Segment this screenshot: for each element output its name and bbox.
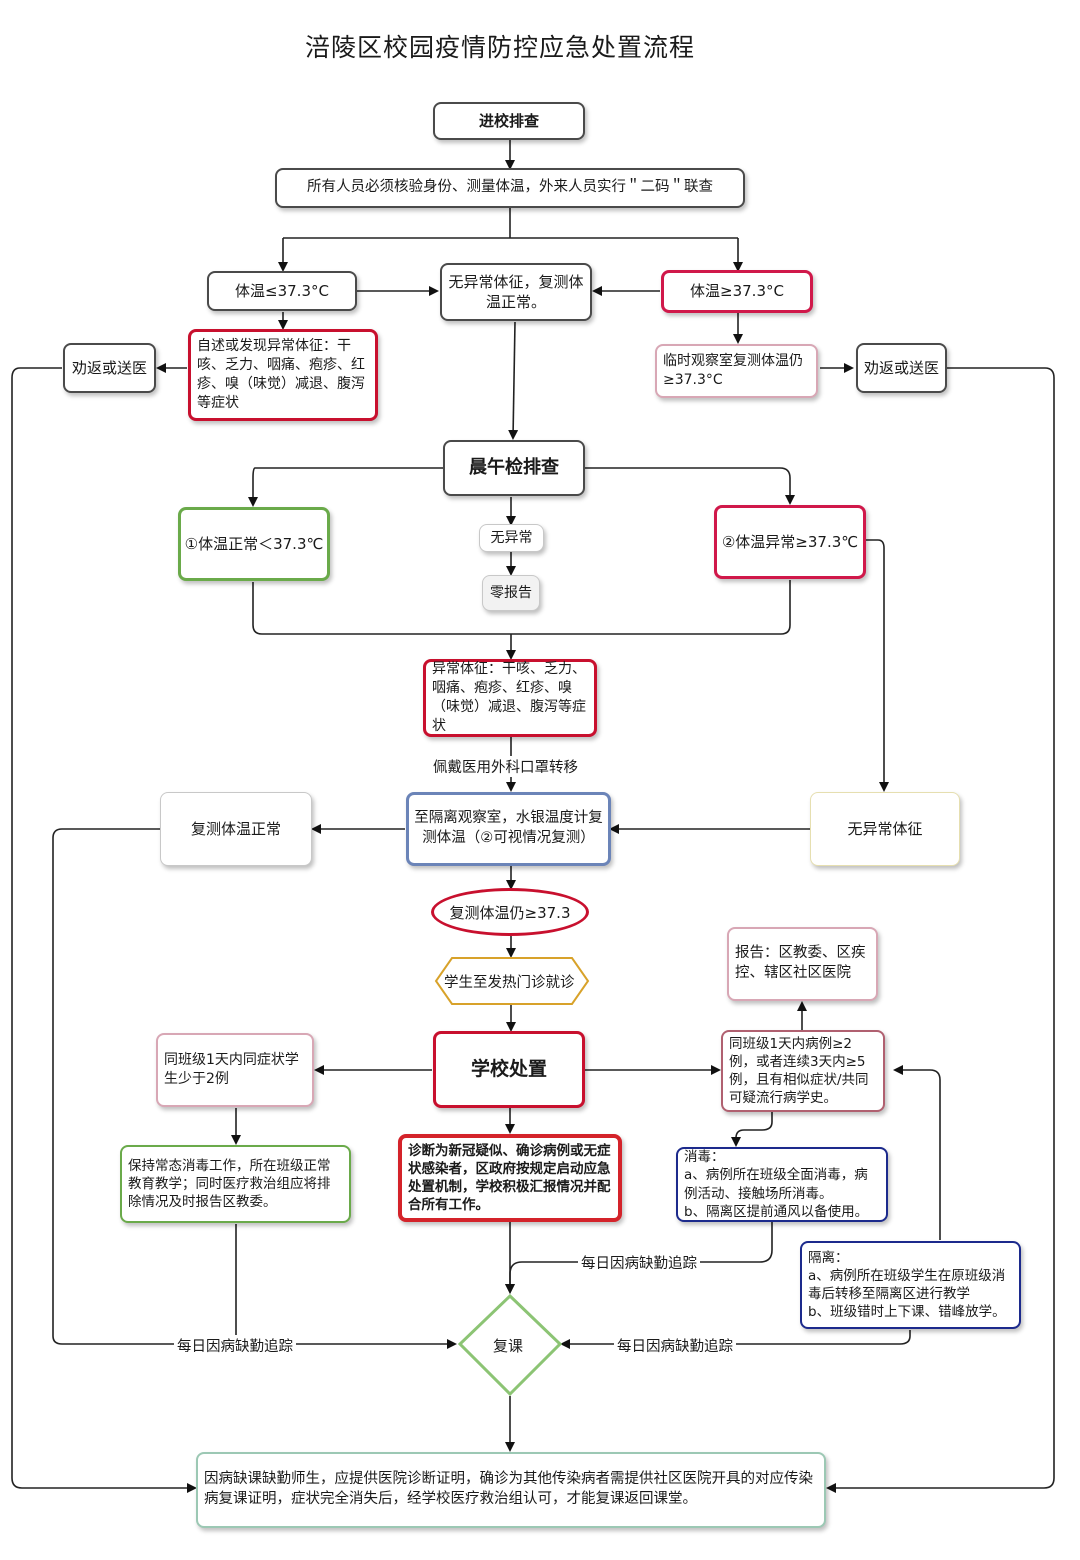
disinfect-panel: 消毒： a、病例所在班级全面消毒，病例活动、接触场所消毒。 b、隔离区提前通风以… [676, 1147, 888, 1222]
recheck-normal-box: 复测体温正常 [160, 792, 312, 866]
arrow-morning-abnormal [585, 467, 795, 505]
isolation-room-box: 至隔离观察室，水银温度计复测体温（②可视情况复测） [406, 792, 611, 866]
persuade-right-box: 劝返或送医 [856, 343, 947, 393]
isolation-item-a: a、病例所在班级学生在原班级消毒后转移至隔离区进行教学 [808, 1267, 1006, 1302]
arrow-isolationpanel-many [893, 1065, 941, 1240]
disinfect-title: 消毒： [684, 1149, 725, 1166]
no-abnormal-recheck-box: 无异常体征，复测体温正常。 [440, 263, 592, 321]
fever-clinic-label: 学生至发热门诊就诊 [444, 975, 575, 991]
no-abnormal-box: 无异常 [479, 524, 544, 552]
track-label-disinfect: 每日因病缺勤追踪 [578, 1252, 700, 1273]
arrow-middle-morning [508, 321, 519, 440]
abnormal-symptoms-box: 异常体征：干咳、乏力、咽痛、疱疹、红疹、嗅（味觉）减退、腹泻等症状 [423, 659, 597, 737]
arrow-left-outer [11, 367, 197, 1493]
arrow-morning-normal [248, 467, 443, 507]
recheck-still-high-ellipse: 复测体温仍≥37.3 [431, 888, 589, 936]
track-label-right: 每日因病缺勤追踪 [614, 1335, 736, 1356]
resume-class-label: 复课 [493, 1337, 524, 1355]
isolation-title: 隔离： [808, 1249, 849, 1266]
routine-disinfect-box: 保持常态消毒工作，所在班级正常教育教学；同时医疗救治组应将排除情况及时报告区教委… [120, 1145, 351, 1223]
temp-high-box: 体温≥37.3°C [661, 270, 813, 313]
entry-check-box: 进校排查 [433, 102, 585, 140]
isolation-item-b: b、班级错时上下课、错峰放学。 [808, 1304, 1006, 1321]
no-symptoms-box: 无异常体征 [810, 792, 960, 866]
page-title: 涪陵区校园疫情防控应急处置流程 [304, 33, 695, 62]
isolation-panel: 隔离： a、病例所在班级学生在原班级消毒后转移至隔离区进行教学 b、班级错时上下… [800, 1241, 1021, 1329]
disinfect-item-b: b、隔离区提前通风以备使用。 [684, 1203, 869, 1220]
self-report-symptoms-box: 自述或发现异常体征：干咳、乏力、咽痛、疱疹、红疹、嗅（味觉）减退、腹泻等症状 [188, 329, 378, 421]
final-note-box: 因病缺课缺勤师生，应提供医院诊断证明，确诊为其他传染病者需提供社区医院开具的对应… [196, 1452, 826, 1528]
persuade-left-box: 劝返或送医 [63, 343, 156, 393]
same-class-few-box: 同班级1天内同症状学生少于2例 [156, 1033, 314, 1107]
same-class-many-box: 同班级1天内病例≥2例，或者连续3天内≥5例，且有相似症状/共同可疑流行病学史。 [721, 1030, 885, 1112]
temp-normal-box: ①体温正常＜37.3℃ [178, 507, 330, 581]
arrow-abnormal-nosymptoms [866, 539, 889, 792]
temp-low-box: 体温≤37.3°C [207, 271, 357, 311]
zero-report-box: 零报告 [482, 575, 540, 611]
temp-abnormal-box: ②体温异常≥37.3℃ [714, 505, 866, 579]
morning-noon-check-box: 晨午检排查 [443, 440, 585, 496]
line-verify-split [283, 208, 738, 239]
mask-transfer-label: 佩戴医用外科口罩转移 [430, 756, 581, 777]
diagnosis-emergency-box: 诊断为新冠疑似、确诊病例或无症状感染者，区政府按规定启动应急处置机制，学校积极汇… [398, 1134, 622, 1222]
disinfect-item-a: a、病例所在班级全面消毒，病例活动、接触场所消毒。 [684, 1167, 868, 1202]
temp-obs-room-box: 临时观察室复测体温仍≥37.3°C [655, 344, 818, 398]
track-label-left: 每日因病缺勤追踪 [174, 1335, 296, 1356]
verify-all-box: 所有人员必须核验身份、测量体温，外来人员实行＂二码＂联查 [275, 168, 745, 208]
school-handling-box: 学校处置 [433, 1031, 585, 1108]
report-to-box: 报告：区教委、区疾控、辖区社区医院 [727, 927, 878, 1001]
arrow-many-disinfect [731, 1112, 773, 1147]
